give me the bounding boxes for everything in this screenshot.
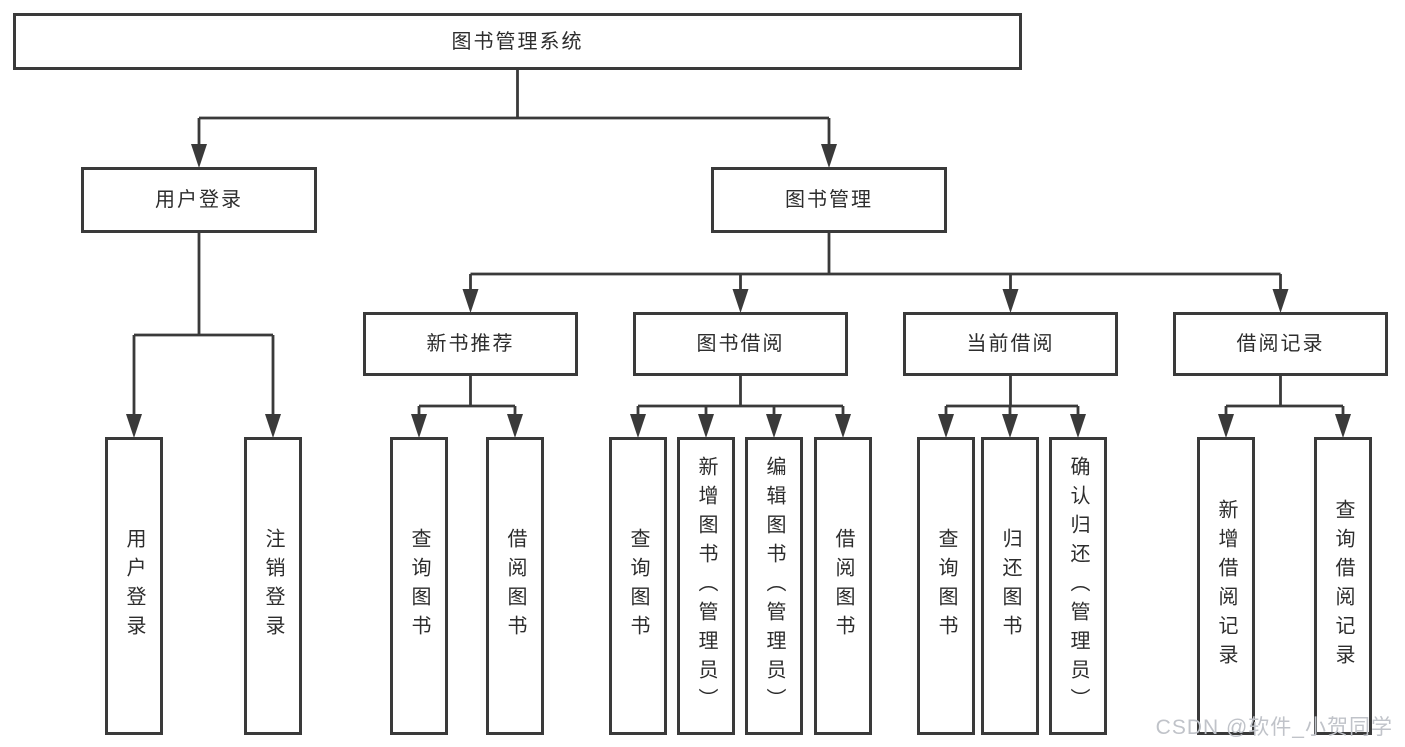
arrowhead-icon (835, 414, 851, 438)
arrowhead-icon (411, 414, 427, 438)
node-cb-query: 查询图书 (917, 437, 975, 735)
arrowhead-icon (1070, 414, 1086, 438)
node-label: 借阅记录 (1236, 333, 1325, 355)
node-bb-borrow: 借阅图书 (814, 437, 872, 735)
node-br-add: 新增借阅记录 (1197, 437, 1255, 735)
node-book-borrow: 图书借阅 (633, 312, 848, 376)
node-current-borrow: 当前借阅 (903, 312, 1118, 376)
arrowhead-icon (191, 144, 207, 168)
arrowhead-icon (698, 414, 714, 438)
node-book-mgmt: 图书管理 (711, 167, 947, 233)
node-label: 查询图书 (627, 528, 649, 644)
arrowhead-icon (821, 144, 837, 168)
node-label: 图书借阅 (696, 333, 785, 355)
node-label: 编辑图书（管理员） (763, 455, 785, 717)
arrowhead-icon (1272, 289, 1289, 313)
arrowhead-icon (1335, 414, 1351, 438)
arrowhead-icon (265, 414, 281, 438)
arrowhead-icon (938, 414, 954, 438)
node-user-login: 用户登录 (81, 167, 317, 233)
node-borrow-records: 借阅记录 (1173, 312, 1388, 376)
node-label: 查询图书 (408, 528, 430, 644)
node-label: 新书推荐 (426, 333, 515, 355)
node-label: 用户登录 (155, 189, 243, 211)
arrowhead-icon (766, 414, 782, 438)
node-label: 注销登录 (262, 528, 284, 644)
node-nb-borrow: 借阅图书 (486, 437, 544, 735)
node-label: 当前借阅 (966, 333, 1055, 355)
node-new-books: 新书推荐 (363, 312, 578, 376)
node-label: 归还图书 (999, 528, 1021, 644)
node-root: 图书管理系统 (13, 13, 1022, 70)
node-logout: 注销登录 (244, 437, 302, 735)
arrowhead-icon (732, 289, 749, 313)
node-label: 借阅图书 (504, 528, 526, 644)
node-label: 图书管理 (785, 189, 873, 211)
node-label: 查询借阅记录 (1332, 499, 1354, 673)
watermark: CSDN @软件_小贺同学 (1155, 716, 1393, 739)
node-nb-query: 查询图书 (390, 437, 448, 735)
node-label: 确认归还（管理员） (1067, 455, 1089, 717)
node-login: 用户登录 (105, 437, 163, 735)
node-bb-edit: 编辑图书（管理员） (745, 437, 803, 735)
arrowhead-icon (1218, 414, 1234, 438)
node-label: 新增图书（管理员） (695, 455, 717, 717)
node-cb-return: 归还图书 (981, 437, 1039, 735)
arrowhead-icon (462, 289, 479, 313)
node-label: 图书管理系统 (451, 30, 584, 53)
node-label: 借阅图书 (832, 528, 854, 644)
node-br-query: 查询借阅记录 (1314, 437, 1372, 735)
arrowhead-icon (1002, 414, 1018, 438)
arrowhead-icon (507, 414, 523, 438)
node-label: 查询图书 (935, 528, 957, 644)
node-bb-add: 新增图书（管理员） (677, 437, 735, 735)
arrowhead-icon (630, 414, 646, 438)
arrowhead-icon (126, 414, 142, 438)
node-cb-confirm: 确认归还（管理员） (1049, 437, 1107, 735)
arrowhead-icon (1002, 289, 1019, 313)
node-label: 用户登录 (123, 528, 145, 644)
node-bb-query: 查询图书 (609, 437, 667, 735)
node-label: 新增借阅记录 (1215, 499, 1237, 673)
